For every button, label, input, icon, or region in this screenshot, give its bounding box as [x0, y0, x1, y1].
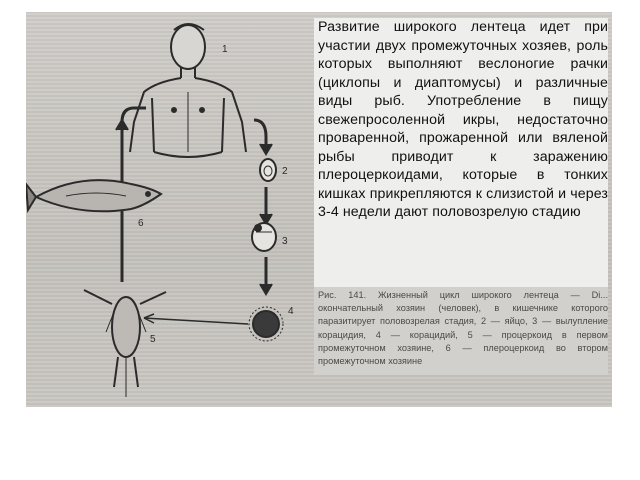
copepod [83, 289, 167, 397]
fish [26, 179, 163, 214]
label-6: 6 [138, 218, 144, 229]
life-cycle-diagram: 1 2 3 4 5 6 [26, 23, 294, 397]
caption-background [314, 287, 608, 375]
text-panel [314, 18, 608, 300]
figure-caption: Рис. 141. Жизненный цикл широкого лентец… [318, 290, 608, 367]
label-2: 2 [282, 166, 288, 177]
label-1: 1 [222, 44, 228, 55]
label-4: 4 [288, 306, 294, 317]
description-text: Развитие широкого лентеца идет при участ… [318, 19, 608, 220]
label-3: 3 [282, 236, 288, 247]
egg [259, 158, 277, 182]
human-figure [129, 23, 247, 158]
coracidium [248, 306, 284, 342]
label-5: 5 [150, 334, 156, 345]
hatching-coracidium [251, 222, 277, 252]
